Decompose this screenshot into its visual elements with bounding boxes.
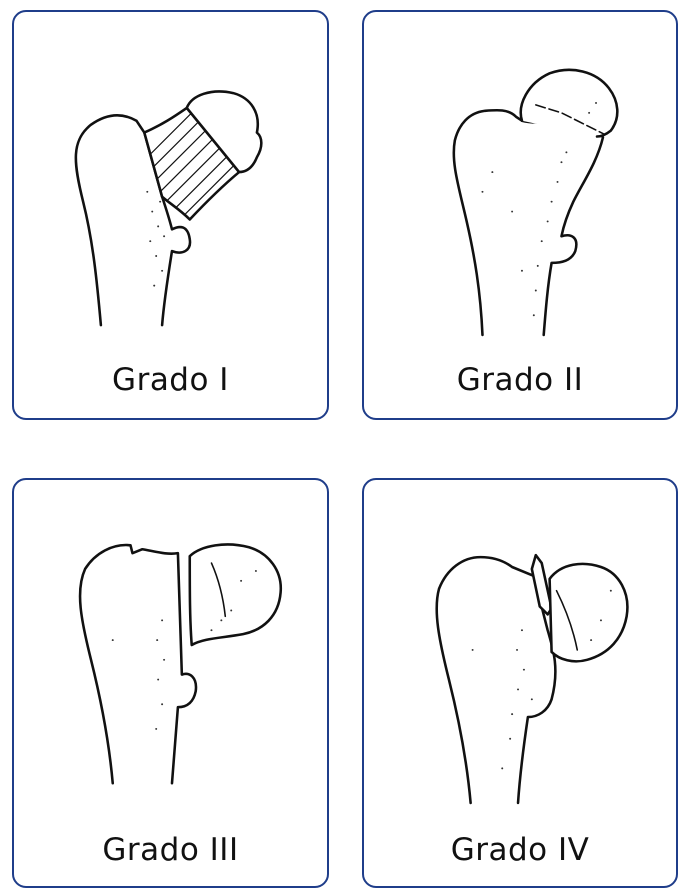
grade-label: Grado IV	[364, 832, 676, 868]
grade-label: Grado III	[14, 832, 327, 868]
grade-label: Grado II	[364, 362, 676, 398]
femur-illustration-grado-4	[364, 480, 676, 810]
femur-illustration-grado-3	[14, 480, 327, 810]
femur-illustration-grado-2	[364, 12, 676, 342]
femur-illustration-grado-1	[14, 12, 327, 342]
grade-label: Grado I	[14, 362, 327, 398]
panel-grado-2: Grado II	[362, 10, 678, 420]
panel-grado-4: Grado IV	[362, 478, 678, 888]
panel-grado-1: Grado I	[12, 10, 329, 420]
panel-grado-3: Grado III	[12, 478, 329, 888]
